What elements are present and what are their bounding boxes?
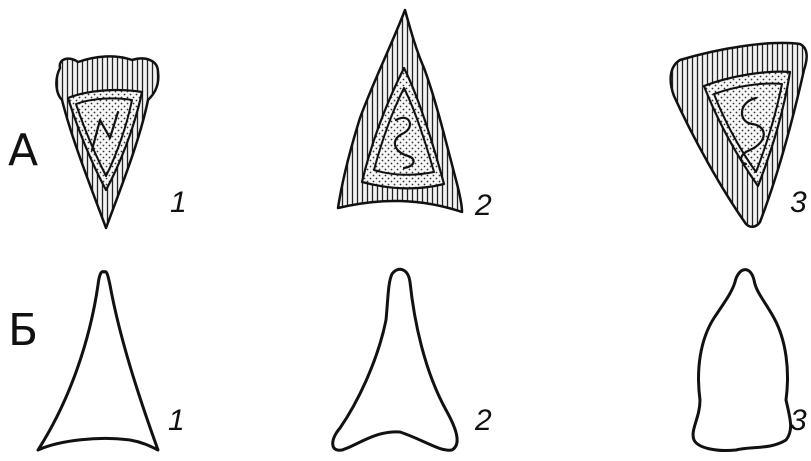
triangular-cross-section-icon bbox=[56, 56, 158, 228]
figure-label-a3: 3 bbox=[790, 186, 807, 219]
figure-a1: 1 bbox=[56, 56, 186, 228]
row-label-a: А bbox=[8, 125, 38, 176]
triangle-outline-icon bbox=[333, 269, 457, 450]
figure-label-b2: 2 bbox=[474, 404, 492, 437]
figure-label-b1: 1 bbox=[168, 404, 185, 437]
figure-b3: 3 bbox=[693, 270, 807, 451]
figure-a2: 2 bbox=[338, 10, 492, 222]
row-label-b: Б bbox=[8, 305, 38, 356]
figure-label-a1: 1 bbox=[170, 186, 187, 219]
figure-a3: 3 bbox=[671, 43, 807, 227]
row-b: Б 1 2 3 bbox=[8, 269, 807, 450]
figure-b1: 1 bbox=[38, 272, 185, 450]
figure-label-b3: 3 bbox=[790, 404, 807, 437]
triangle-outline-icon bbox=[693, 270, 791, 451]
figure-label-a2: 2 bbox=[474, 189, 492, 222]
triangular-cross-section-icon bbox=[671, 43, 807, 227]
figure-b2: 2 bbox=[333, 269, 492, 450]
triangular-cross-section-icon bbox=[338, 10, 462, 212]
triangle-outline-icon bbox=[38, 272, 158, 450]
row-a: А 1 2 bbox=[8, 10, 807, 228]
